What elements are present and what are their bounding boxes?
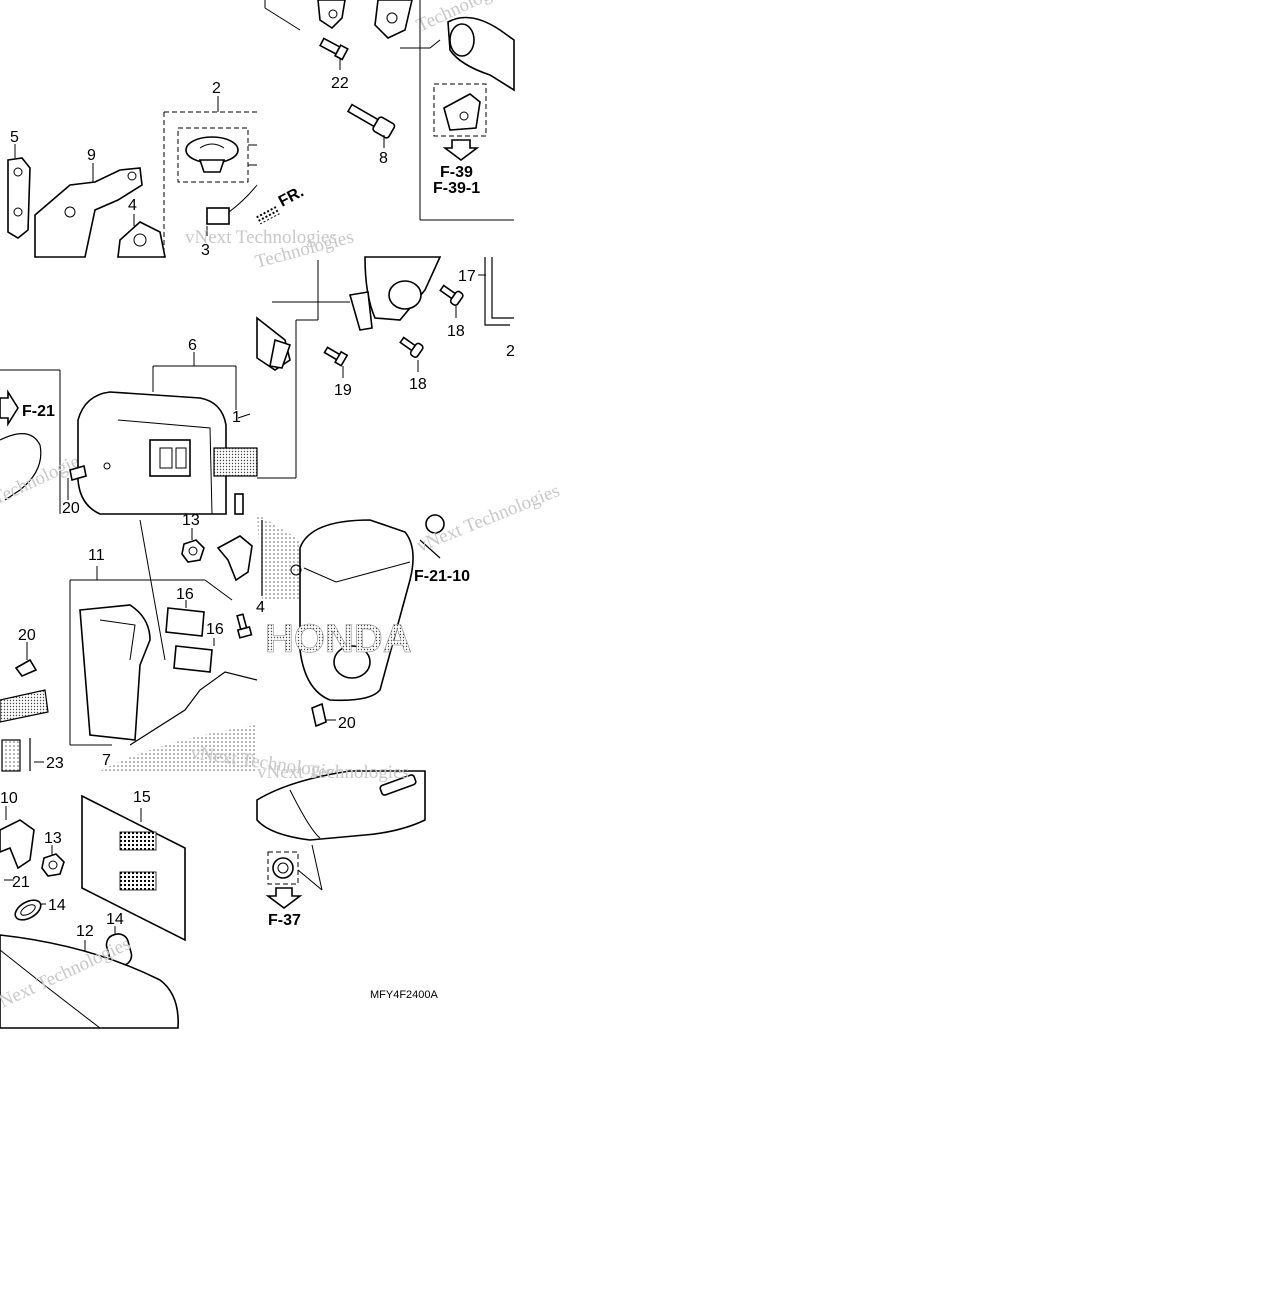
tile-middle-left: F-21 Technologies 6 1 20 <box>0 337 258 517</box>
label-4b: 4 <box>256 599 265 616</box>
part-12-saddlebag <box>0 934 179 1029</box>
part-saddlebag-lid <box>299 519 414 702</box>
part-grommet-f37 <box>272 857 294 879</box>
part-20-clip-lower <box>311 702 327 728</box>
part-22-bolt <box>319 37 349 61</box>
part-4-bolt <box>236 613 253 639</box>
tile-lower-left: 13 11 16 16 4 20 <box>0 512 343 784</box>
part-hose-loop <box>0 433 42 501</box>
part-17-wire <box>484 257 510 326</box>
front-arrow-label: FR. <box>276 183 307 210</box>
label-1: 1 <box>232 409 241 426</box>
label-13a: 13 <box>182 512 200 529</box>
part-13-nut <box>181 539 205 563</box>
brand-watermark: HONDA <box>265 617 412 661</box>
tile-bottom-middle: vNext Technologies F-37 MFY4F2400A <box>256 762 439 1001</box>
ref-f21[interactable]: F-21 <box>22 403 55 420</box>
label-5: 5 <box>10 129 19 146</box>
part-18-bolt-lower <box>399 336 424 358</box>
part-emblem <box>379 774 417 796</box>
part-8-key <box>346 103 396 139</box>
part-11-inner-panel <box>79 604 151 741</box>
part-20-clip-left <box>14 658 38 677</box>
label-20b: 20 <box>18 627 36 644</box>
label-15: 15 <box>133 789 151 806</box>
ref-arrow-f37 <box>265 887 303 909</box>
part-upper-bracket <box>317 0 346 30</box>
label-12: 12 <box>76 923 94 940</box>
label-10: 10 <box>0 790 18 807</box>
label-20c: 20 <box>338 715 356 732</box>
label-2: 2 <box>212 80 221 97</box>
part-2-cap <box>185 136 239 164</box>
label-6: 6 <box>188 337 197 354</box>
label-21: 21 <box>12 874 30 891</box>
label-18b: 18 <box>409 376 427 393</box>
watermark-b: vNext Technologies <box>185 227 337 248</box>
part-switch-bracket <box>374 0 413 39</box>
part-20-clip <box>69 464 87 482</box>
label-8: 8 <box>379 150 388 167</box>
part-4-bracket <box>117 221 166 258</box>
tile-middle-middle: Technologies 18 18 19 <box>253 226 515 479</box>
ref-f39-1[interactable]: F-39-1 <box>433 180 480 197</box>
label-11: 11 <box>88 547 105 564</box>
diagram-code: MFY4F2400A <box>370 989 439 1001</box>
ref-arrow-f21 <box>0 389 19 427</box>
label-18a: 18 <box>447 323 465 340</box>
label-17: 17 <box>458 268 476 285</box>
part-13-nut-lower <box>41 853 65 877</box>
tile-top-middle: FR. 22 8 Technologies <box>264 0 515 221</box>
part-15-pad-sheet <box>81 794 186 942</box>
front-direction-arrow <box>255 205 280 225</box>
part-23-pin <box>1 739 21 772</box>
part-seal-strip-lower <box>0 689 49 723</box>
label-2b: 2 <box>506 343 515 360</box>
part-18-bolt-upper <box>439 284 464 306</box>
label-22: 22 <box>331 75 349 92</box>
label-19: 19 <box>334 382 352 399</box>
ref-arrow-f39 <box>442 139 480 161</box>
tile-bottom-left: 10 21 13 14 15 14 12 vNext Technologies <box>0 789 186 1029</box>
tile-top-left: 5 9 4 2 3 vNext Technologies <box>7 80 337 259</box>
part-5-hole-lower <box>13 207 23 217</box>
part-5-hole-upper <box>13 167 23 177</box>
label-14b: 14 <box>106 911 124 928</box>
tile-lower-middle: F-21-10 vNext Technologies HONDA 20 <box>257 480 563 732</box>
label-14a: 14 <box>48 897 66 914</box>
part-5-bracket-plate <box>7 157 31 239</box>
label-7: 7 <box>102 752 111 769</box>
label-13b: 13 <box>44 830 62 847</box>
label-16a: 16 <box>176 586 194 603</box>
label-16b: 16 <box>206 621 224 638</box>
part-3-connector <box>206 207 230 225</box>
label-4: 4 <box>128 197 137 214</box>
label-20a: 20 <box>62 500 80 517</box>
part-9-mount-bracket <box>34 167 143 258</box>
ref-f21-10[interactable]: F-21-10 <box>414 568 470 585</box>
part-cover-edge <box>129 671 258 746</box>
part-14-grommet <box>14 899 42 921</box>
part-10-stay <box>216 535 253 582</box>
label-3: 3 <box>201 242 210 259</box>
part-19-bolt <box>323 346 349 367</box>
watermark-d: vNext Technologies <box>257 762 409 783</box>
part-16-label-upper <box>165 607 205 637</box>
ref-f39[interactable]: F-39 <box>440 164 473 181</box>
part-1-seal-strip <box>213 447 258 477</box>
part-16-label-lower <box>173 645 213 673</box>
ref-f37[interactable]: F-37 <box>268 912 301 929</box>
label-9: 9 <box>87 147 96 164</box>
part-10-stay-lower <box>0 819 35 870</box>
label-23: 23 <box>46 755 64 772</box>
